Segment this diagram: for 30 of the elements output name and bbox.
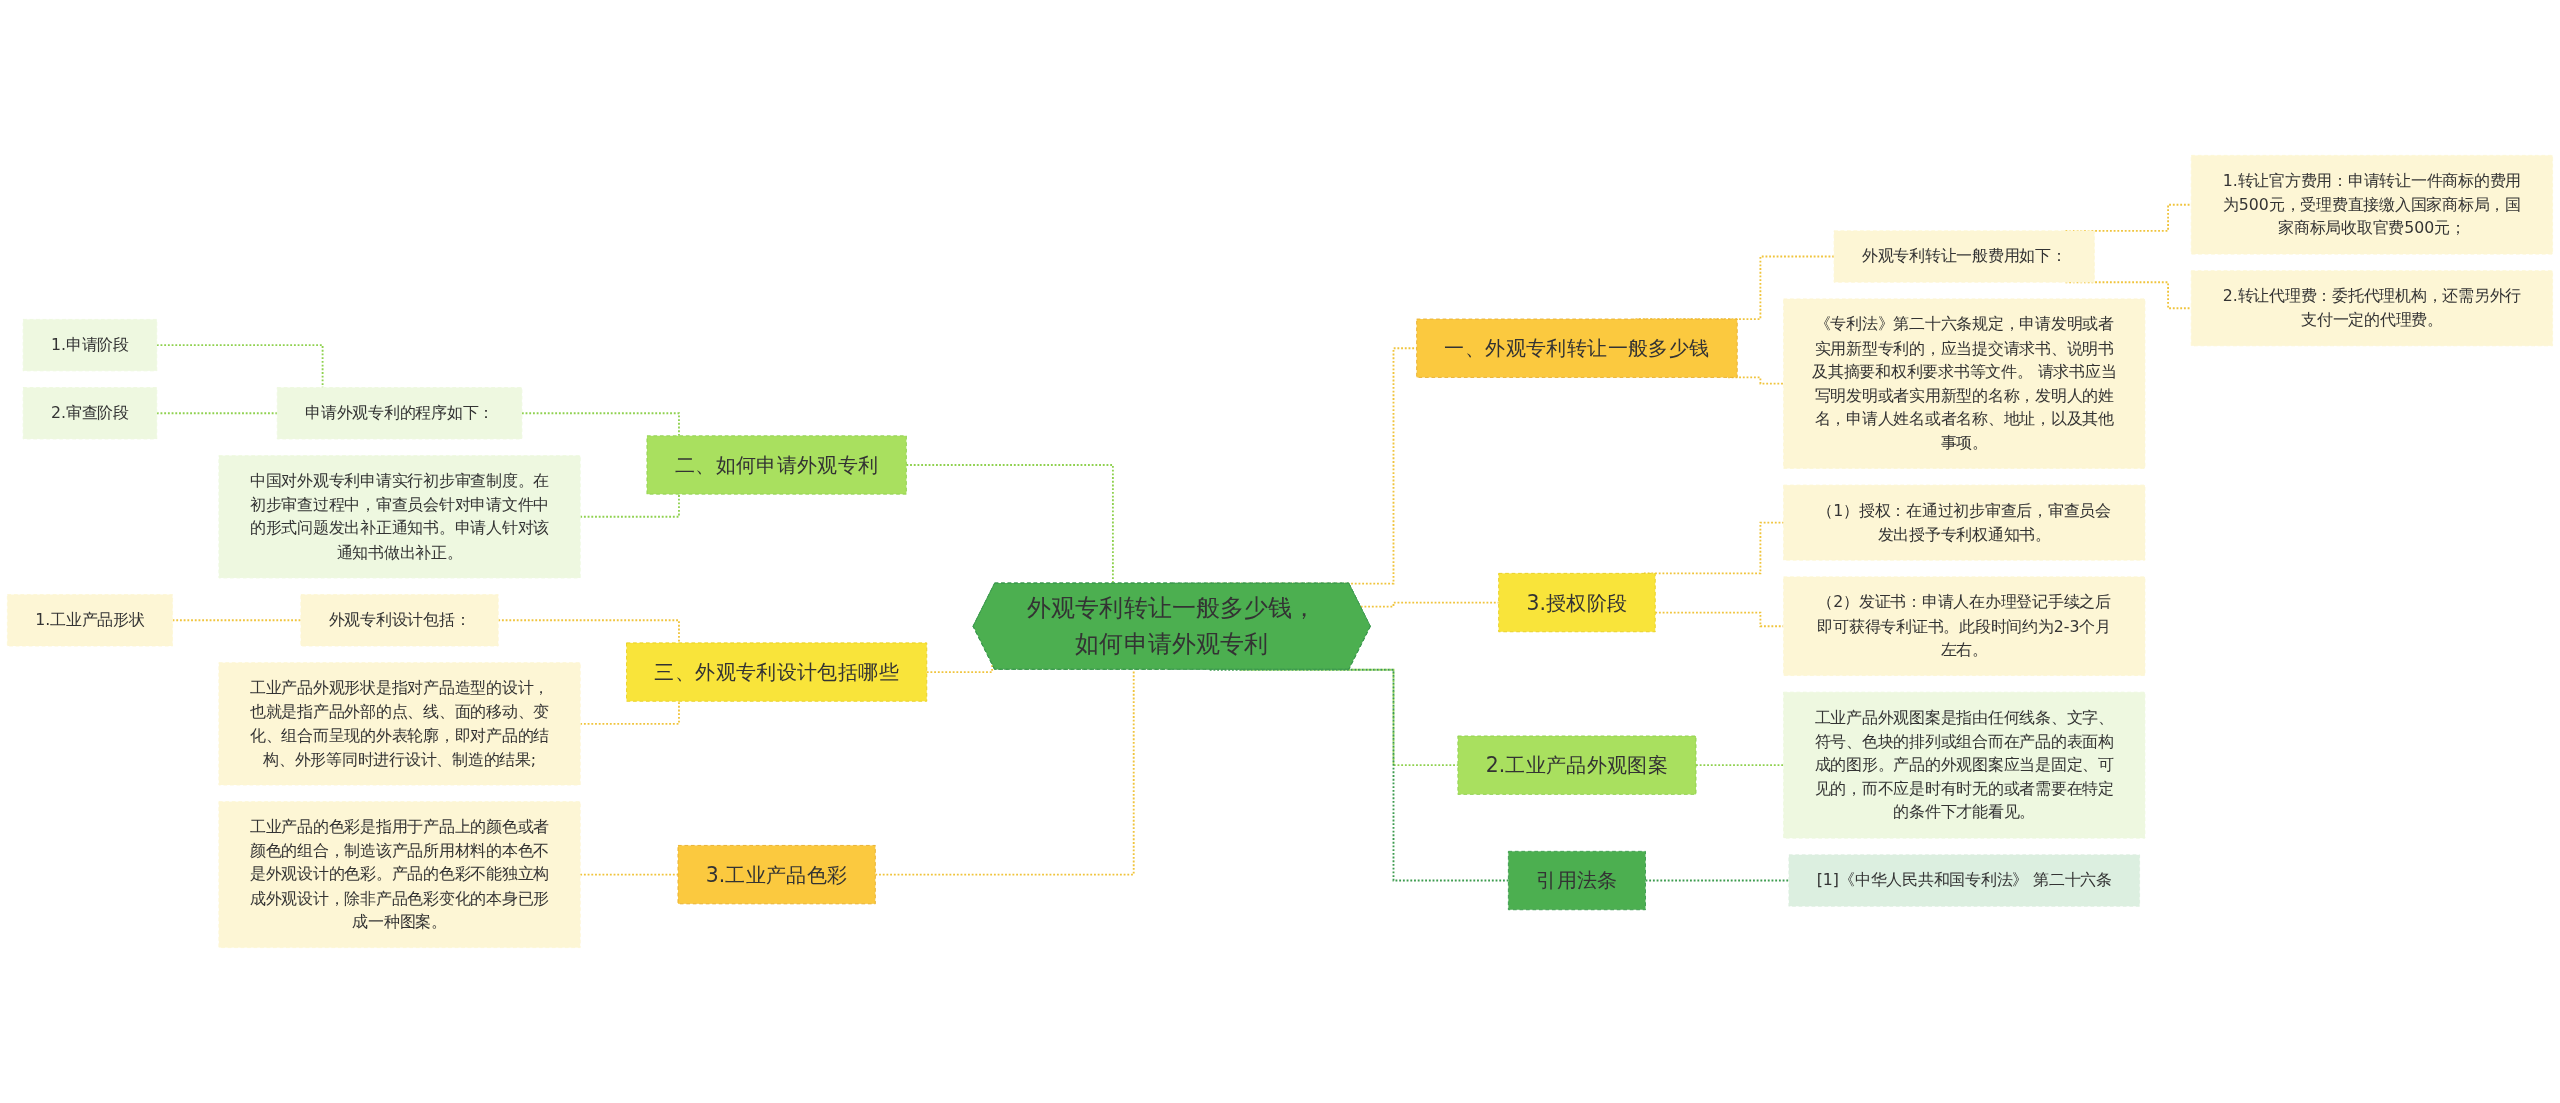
connector bbox=[1644, 879, 1790, 882]
connector bbox=[579, 493, 680, 518]
node-box: 三、外观专利设计包括哪些 bbox=[626, 642, 928, 702]
connector bbox=[171, 619, 302, 622]
node-box: 工业产品外观图案是指由任何线条、文字、符号、色块的排列或组合而在产品的表面构成的图形。产品的外观图案应当是固定、可见的，而不应是时有时无的或者需要在特定的条件下才能看见。 bbox=[1783, 691, 2146, 839]
node-box: 二、如何申请外观专利 bbox=[646, 435, 907, 495]
node-box: 2.审查阶段 bbox=[22, 387, 158, 440]
node-box: 1.工业产品形状 bbox=[6, 594, 173, 647]
node-box: 1.申请阶段 bbox=[22, 318, 158, 372]
node-box: 3.授权阶段 bbox=[1498, 572, 1656, 633]
node-box: 申请外观专利的程序如下： bbox=[276, 387, 523, 440]
node-box: 2.工业产品外观图案 bbox=[1457, 735, 1697, 795]
node-box: 工业产品外观形状是指对产品造型的设计，也就是指产品外部的点、线、面的移动、变化、组合而呈现的外表轮廓，即对产品的结构、外形等同时进行设计、制造的结果; bbox=[218, 662, 581, 786]
connector bbox=[905, 464, 1114, 585]
connector bbox=[579, 700, 680, 725]
node-box: 引用法条 bbox=[1507, 850, 1646, 911]
connector bbox=[155, 412, 279, 415]
node-box: 《专利法》第二十六条规定，申请发明或者实用新型专利的，应当提交请求书、说明书及其摘要和权利要求书等文件。 请求书应当写明发明或者实用新型的名称，发明人的姓名，申请人姓名或者名称、地址，以及其他事项。 bbox=[1783, 298, 2146, 469]
node-box: 中国对外观专利申请实行初步审查制度。在初步审查过程中，审查员会针对申请文件中的形式问题发出补正通知书。申请人针对该通知书做出补正。 bbox=[218, 455, 581, 579]
node-box: 1.转让官方费用：申请转让一件商标的费用为500元，受理费直接缴入国家商标局，国家商标局收取官费500元； bbox=[2190, 154, 2554, 255]
node-box: 外观专利设计包括： bbox=[300, 594, 499, 647]
node-box: 工业产品的色彩是指用于产品上的颜色或者颜色的组合，制造该产品所用材料的本色不是外观设计的色彩。产品的色彩不能独立构成外观设计，除非产品色彩变化的本身已形成一种图案。 bbox=[218, 801, 581, 949]
node-box: [1]《中华人民共和国专利法》 第二十六条 bbox=[1788, 854, 2141, 907]
node-box: （1）授权：在通过初步审查后，审查员会发出授予专利权通知书。 bbox=[1783, 484, 2146, 561]
node-box: （2）发证书：申请人在办理登记手续之后即可获得专利证书。此段时间约为2-3个月左右。 bbox=[1783, 576, 2146, 676]
node-box: 3.工业产品色彩 bbox=[677, 844, 876, 905]
node-box: 外观专利转让一般费用如下： bbox=[1833, 230, 2095, 283]
node-box: 2.转让代理费：委托代理机构，还需另外行支付一定的代理费。 bbox=[2190, 270, 2554, 347]
connector bbox=[497, 619, 680, 644]
node-box: 一、外观专利转让一般多少钱 bbox=[1416, 318, 1738, 378]
